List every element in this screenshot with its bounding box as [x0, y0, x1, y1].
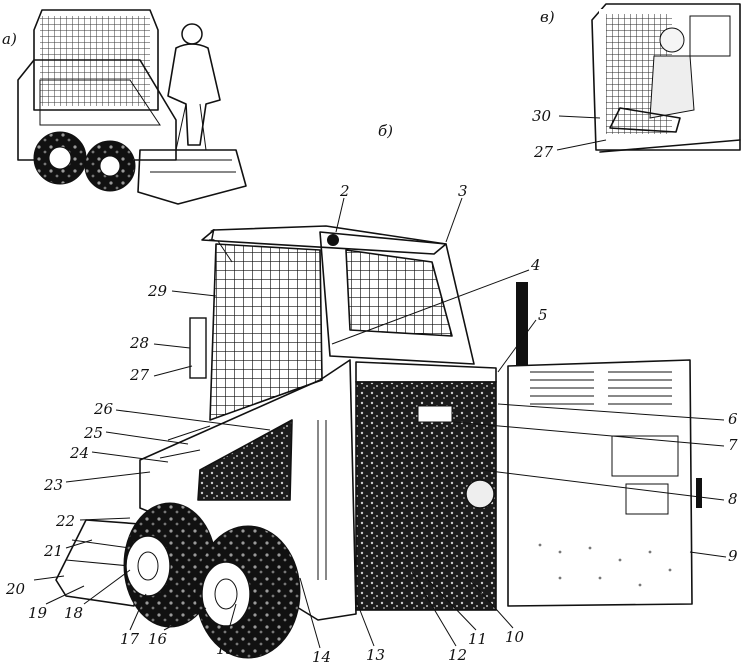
panel-v-label: в)	[540, 8, 555, 26]
panel-v-illustration	[591, 3, 741, 153]
callout-21: 21	[43, 542, 63, 560]
callout-20: 20	[5, 580, 26, 598]
callout-7: 7	[728, 436, 738, 454]
callout-16: 16	[148, 630, 168, 648]
callout-9: 9	[728, 547, 738, 565]
callout-26: 26	[93, 400, 114, 418]
callout-15: 15	[216, 640, 235, 658]
callout-29: 29	[147, 282, 168, 300]
callout-4: 4	[530, 256, 541, 274]
callout-12: 12	[448, 646, 467, 664]
callout-13: 13	[366, 646, 385, 664]
callout-1: 1	[208, 226, 218, 244]
callout-23: 23	[43, 476, 63, 494]
callout-27-panel-v: 27	[533, 143, 554, 161]
leader-lines	[33, 115, 727, 649]
callout-30: 30	[532, 107, 552, 125]
callout-numbers: 1 2 3 4 5 6 7 8 9 10 11 12 13 14 15 16 1…	[5, 107, 738, 664]
callout-22: 22	[55, 512, 75, 530]
panel-a-illustration	[17, 9, 247, 205]
callout-2: 2	[339, 182, 350, 200]
callout-10: 10	[505, 628, 525, 646]
callout-14: 14	[312, 648, 331, 664]
callout-27: 27	[129, 366, 150, 384]
callout-24: 24	[69, 444, 89, 462]
panel-a-label: а)	[2, 30, 17, 48]
callout-17: 17	[120, 630, 140, 648]
callout-28: 28	[129, 334, 149, 352]
callout-25: 25	[83, 424, 103, 442]
callout-5: 5	[538, 306, 548, 324]
callout-8: 8	[728, 490, 738, 508]
callout-19: 19	[28, 604, 48, 622]
callout-6: 6	[728, 410, 738, 428]
callout-11: 11	[468, 630, 487, 648]
panel-b-illustration	[55, 225, 702, 659]
panel-b-label: б)	[378, 122, 393, 140]
callout-3: 3	[458, 182, 468, 200]
callout-18: 18	[64, 604, 83, 622]
